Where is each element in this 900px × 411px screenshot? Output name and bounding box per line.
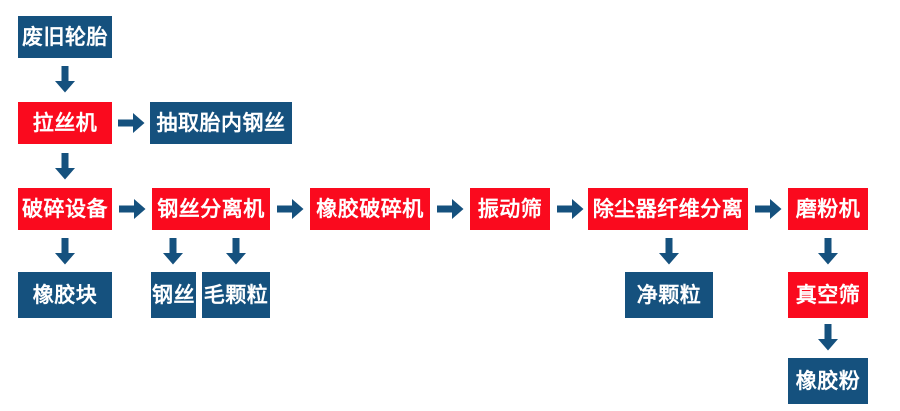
arrow-waste-tire-to-wire-drawing [47, 60, 83, 98]
arrow-grinding-mill-to-vacuum-screen [810, 232, 846, 270]
arrow-crushing-equipment-to-wire-separator [114, 190, 150, 228]
node-grinding-mill[interactable]: 磨粉机 [788, 188, 868, 230]
arrow-dust-separator-to-grinding-mill [750, 190, 786, 228]
node-hairy-granule[interactable]: 毛颗粒 [202, 272, 270, 318]
arrow-crushing-equipment-to-rubber-block [47, 232, 83, 270]
node-vacuum-screen[interactable]: 真空筛 [788, 272, 868, 318]
node-rubber-crusher[interactable]: 橡胶破碎机 [310, 188, 430, 230]
arrow-wire-drawing-to-crushing-equipment [47, 146, 83, 186]
arrow-wire-separator-to-rubber-crusher [272, 190, 308, 228]
arrow-rubber-crusher-to-vibrating-screen [432, 190, 468, 228]
arrow-dust-separator-to-clean-granule [651, 232, 687, 270]
node-rubber-powder[interactable]: 橡胶粉 [788, 358, 868, 404]
node-wire-separator[interactable]: 钢丝分离机 [152, 188, 270, 230]
node-crushing-equipment[interactable]: 破碎设备 [18, 188, 112, 230]
node-waste-tire[interactable]: 废旧轮胎 [18, 16, 112, 58]
arrow-wire-separator-to-hairy-granule [218, 232, 254, 270]
arrow-vibrating-screen-to-dust-separator [552, 190, 588, 228]
arrow-wire-separator-to-steel-wire [155, 232, 191, 270]
arrow-vacuum-screen-to-rubber-powder [810, 318, 846, 356]
node-dust-fiber-separator[interactable]: 除尘器纤维分离 [588, 188, 748, 230]
node-steel-wire[interactable]: 钢丝 [151, 272, 196, 318]
node-extract-bead-wire[interactable]: 抽取胎内钢丝 [150, 102, 292, 144]
arrow-wire-drawing-to-extract-bead-wire [113, 104, 149, 142]
node-clean-granule[interactable]: 净颗粒 [625, 272, 713, 318]
node-wire-drawing-machine[interactable]: 拉丝机 [18, 102, 112, 144]
node-vibrating-screen[interactable]: 振动筛 [470, 188, 550, 230]
node-rubber-block[interactable]: 橡胶块 [18, 272, 112, 318]
